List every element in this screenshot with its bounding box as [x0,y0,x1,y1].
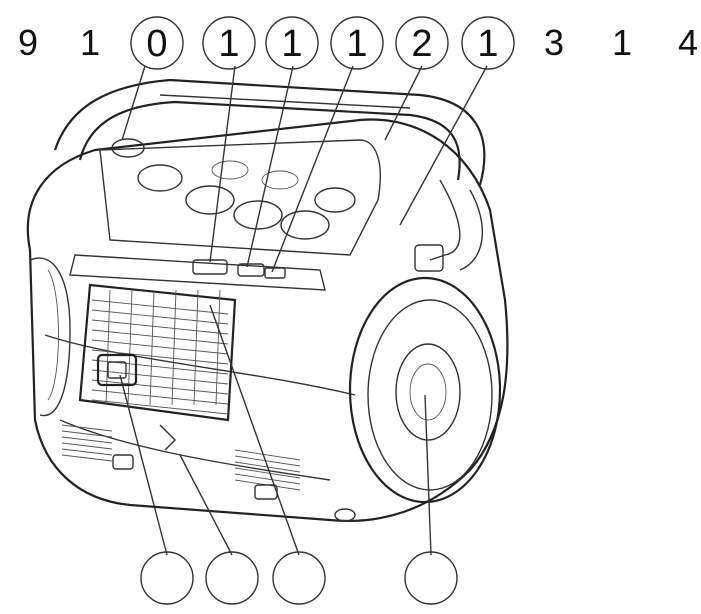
callout-label: 1 [612,22,632,63]
callout-label: 1 [477,23,498,65]
bottom-callouts [140,551,458,605]
callout-label: 1 [218,23,239,65]
power-socket [96,353,138,387]
callout-circle [202,16,256,70]
feet [112,424,356,522]
callout-circle [330,16,384,70]
top-callouts: 9 1 0 1 1 1 2 1 3 1 4 [18,16,698,70]
callout-label: 3 [544,22,564,63]
callout-label: 1 [281,23,302,65]
callout-circle [461,16,515,70]
callout-label: 1 [80,22,100,63]
front-grille [78,283,237,422]
carry-handle [53,78,486,272]
callout-circle [205,551,259,605]
callout-label: 2 [411,23,432,65]
callout-label: 9 [18,22,38,63]
callout-circle [140,551,194,605]
device-body [26,118,509,522]
callout-label: 0 [146,23,167,65]
leader-lines [119,65,488,556]
front-control-strip [69,254,326,291]
lower-vents [61,424,301,491]
callout-circle [130,16,184,70]
callout-circle [395,16,449,70]
callout-label: 1 [346,23,367,65]
right-speaker [348,276,502,504]
callout-circle [404,551,458,605]
top-button-panel [99,139,381,256]
callout-circle [272,551,326,605]
callout-circle [265,16,319,70]
callout-label: 4 [678,22,698,63]
